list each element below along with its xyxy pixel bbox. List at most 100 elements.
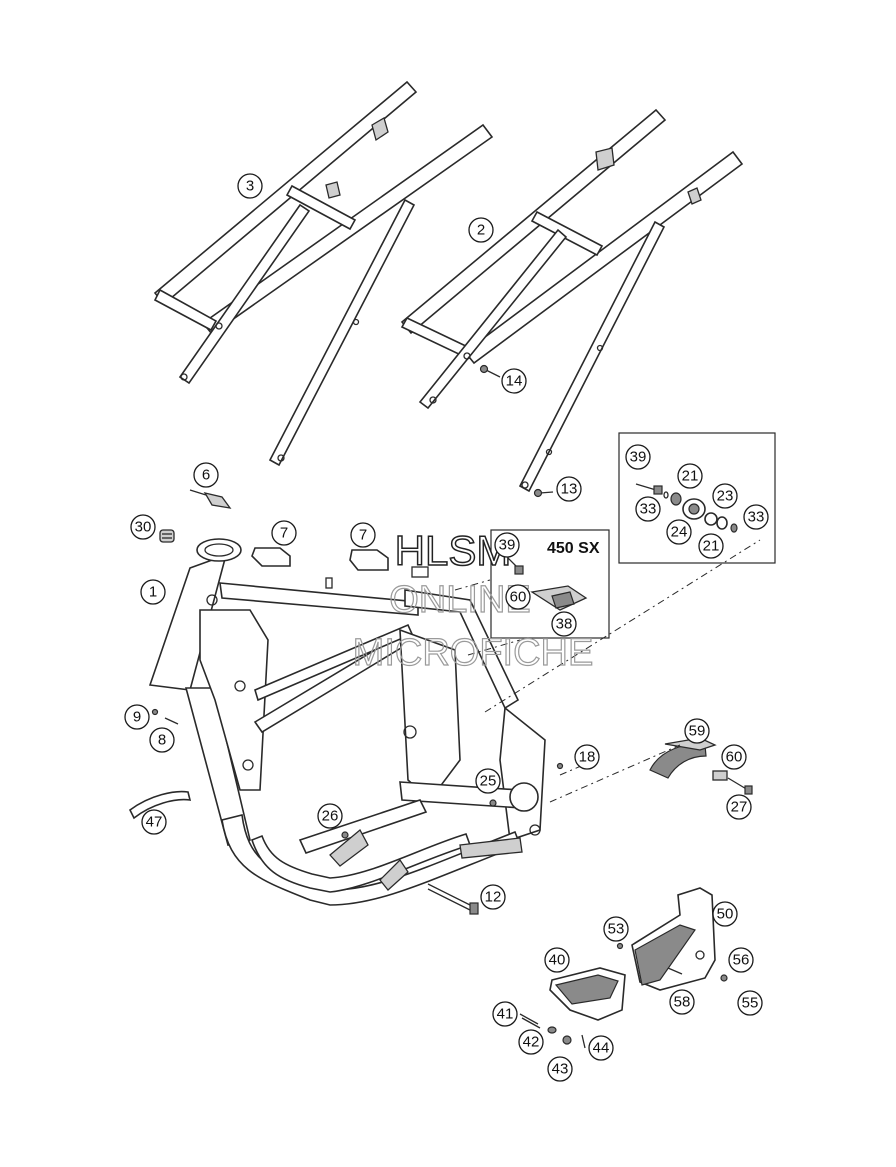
callout-2[interactable]: 2	[468, 217, 494, 243]
callout-60-inset-sx-label: 60	[510, 589, 527, 606]
callout-3-label: 3	[246, 178, 254, 195]
callout-39-inset-mount-label: 39	[630, 449, 647, 466]
callout-25[interactable]: 25	[475, 768, 501, 794]
callout-24-label: 24	[671, 524, 688, 541]
inset-450sx	[490, 529, 610, 639]
callout-7-left[interactable]: 7	[271, 520, 297, 546]
callout-3[interactable]: 3	[237, 173, 263, 199]
callout-18[interactable]: 18	[574, 744, 600, 770]
callout-21-bottom-label: 21	[703, 538, 720, 555]
bolt-18	[556, 762, 564, 770]
callout-27-label: 27	[731, 799, 748, 816]
callout-56[interactable]: 56	[728, 947, 754, 973]
callout-14[interactable]: 14	[501, 368, 527, 394]
nut-26	[341, 831, 349, 839]
screw-13	[533, 488, 554, 498]
callout-58-label: 58	[674, 994, 691, 1011]
callout-59[interactable]: 59	[684, 718, 710, 744]
callout-12[interactable]: 12	[480, 884, 506, 910]
part-8-9	[151, 708, 179, 725]
callout-47[interactable]: 47	[141, 809, 167, 835]
callout-55[interactable]: 55	[737, 990, 763, 1016]
inset-engine-mount	[618, 432, 776, 564]
callout-33-left[interactable]: 33	[635, 496, 661, 522]
callout-44-label: 44	[593, 1040, 610, 1057]
decal-7-right	[349, 549, 389, 571]
callout-55-label: 55	[742, 995, 759, 1012]
callout-21-top[interactable]: 21	[677, 463, 703, 489]
main-frame-1	[148, 538, 546, 906]
watermark-line3: MICROFICHE	[353, 632, 594, 674]
callout-59-label: 59	[689, 723, 706, 740]
callout-39-inset-sx-label: 39	[499, 537, 516, 554]
callout-1-label: 1	[149, 584, 157, 601]
callout-30-label: 30	[135, 519, 152, 536]
callout-24[interactable]: 24	[666, 519, 692, 545]
decal-7-left	[251, 547, 291, 567]
callout-33-left-label: 33	[640, 501, 657, 518]
watermark-line1: HLSM	[395, 527, 512, 574]
callout-1[interactable]: 1	[140, 579, 166, 605]
callout-60-inset-sx[interactable]: 60	[505, 584, 531, 610]
callout-39-inset-mount[interactable]: 39	[625, 444, 651, 470]
callout-12-label: 12	[485, 889, 502, 906]
callout-43[interactable]: 43	[547, 1056, 573, 1082]
callout-18-label: 18	[579, 749, 596, 766]
footpeg-40	[519, 967, 626, 1049]
callout-14-label: 14	[506, 373, 523, 390]
callout-39-inset-sx[interactable]: 39	[494, 532, 520, 558]
variant-label: 450 SX	[547, 540, 600, 557]
callout-26-label: 26	[322, 808, 339, 825]
callout-23[interactable]: 23	[712, 483, 738, 509]
callout-58[interactable]: 58	[669, 989, 695, 1015]
callout-26[interactable]: 26	[317, 803, 343, 829]
part-30	[159, 529, 175, 543]
callout-8-label: 8	[158, 732, 166, 749]
callout-40[interactable]: 40	[544, 947, 570, 973]
callout-13[interactable]: 13	[556, 476, 582, 502]
part-6	[189, 489, 232, 509]
callout-38[interactable]: 38	[551, 611, 577, 637]
callout-41-label: 41	[497, 1006, 514, 1023]
spacer-60	[712, 770, 728, 781]
callout-41[interactable]: 41	[492, 1001, 518, 1027]
callout-33-right-label: 33	[748, 509, 765, 526]
callout-7-left-label: 7	[280, 525, 288, 542]
callout-40-label: 40	[549, 952, 566, 969]
callout-42-label: 42	[523, 1034, 540, 1051]
callout-21-bottom[interactable]: 21	[698, 533, 724, 559]
callout-7-right[interactable]: 7	[350, 522, 376, 548]
guard-50	[616, 887, 728, 991]
callout-6[interactable]: 6	[193, 462, 219, 488]
callout-2-label: 2	[477, 222, 485, 239]
callout-9[interactable]: 9	[124, 704, 150, 730]
callout-30[interactable]: 30	[130, 514, 156, 540]
callout-50-label: 50	[717, 906, 734, 923]
screw-14	[479, 364, 501, 378]
callout-44[interactable]: 44	[588, 1035, 614, 1061]
bracket-59	[649, 737, 717, 779]
callout-60-bracket[interactable]: 60	[721, 744, 747, 770]
callout-25-label: 25	[480, 773, 497, 790]
callout-27[interactable]: 27	[726, 794, 752, 820]
callout-7-right-label: 7	[359, 527, 367, 544]
callout-8[interactable]: 8	[149, 727, 175, 753]
callout-47-label: 47	[146, 814, 163, 831]
subframe-2	[400, 108, 744, 493]
callout-6-label: 6	[202, 467, 210, 484]
callout-21-top-label: 21	[682, 468, 699, 485]
bolt-12	[427, 883, 479, 915]
callout-50[interactable]: 50	[712, 901, 738, 927]
callout-43-label: 43	[552, 1061, 569, 1078]
nut-25	[489, 799, 497, 807]
callout-38-label: 38	[556, 616, 573, 633]
watermark: HLSM ONLINE MICROFICHE	[352, 526, 594, 674]
hose-47	[128, 790, 192, 820]
callout-53-label: 53	[608, 921, 625, 938]
bolt-27	[727, 777, 753, 795]
callout-9-label: 9	[133, 709, 141, 726]
callout-33-right[interactable]: 33	[743, 504, 769, 530]
callout-42[interactable]: 42	[518, 1029, 544, 1055]
callout-53[interactable]: 53	[603, 916, 629, 942]
